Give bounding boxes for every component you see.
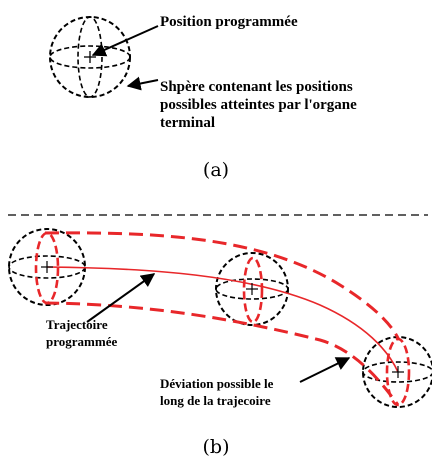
panel-b: Trajectoire programmée Déviation possibl…	[8, 228, 432, 458]
deviation-tube	[34, 231, 411, 407]
label-trajectory-line-2: programmée	[46, 334, 117, 349]
arrow-sphere	[126, 76, 159, 91]
arrow-deviation	[299, 357, 351, 383]
label-trajectory-line-1: Trajectoire	[46, 317, 108, 332]
label-sphere-line-3: terminal	[160, 115, 215, 131]
sphere-middle	[215, 252, 289, 326]
label-sphere-line-2: possibles atteintes par l'organe	[160, 97, 357, 113]
cross-markers	[41, 261, 404, 378]
label-sphere-line-1: Shpère contenant les positions	[160, 79, 353, 95]
sphere-a	[49, 16, 131, 98]
label-deviation-line-1: Déviation possible le	[160, 376, 274, 391]
panel-a: Position programmée Shpère contenant les…	[49, 14, 357, 181]
label-position: Position programmée	[160, 14, 298, 30]
caption-a: (a)	[203, 159, 229, 181]
label-deviation-line-2: long de la trajecoire	[160, 393, 271, 408]
arrow-trajectory	[86, 273, 156, 323]
arrow-position	[91, 25, 159, 57]
caption-b: (b)	[203, 436, 230, 458]
